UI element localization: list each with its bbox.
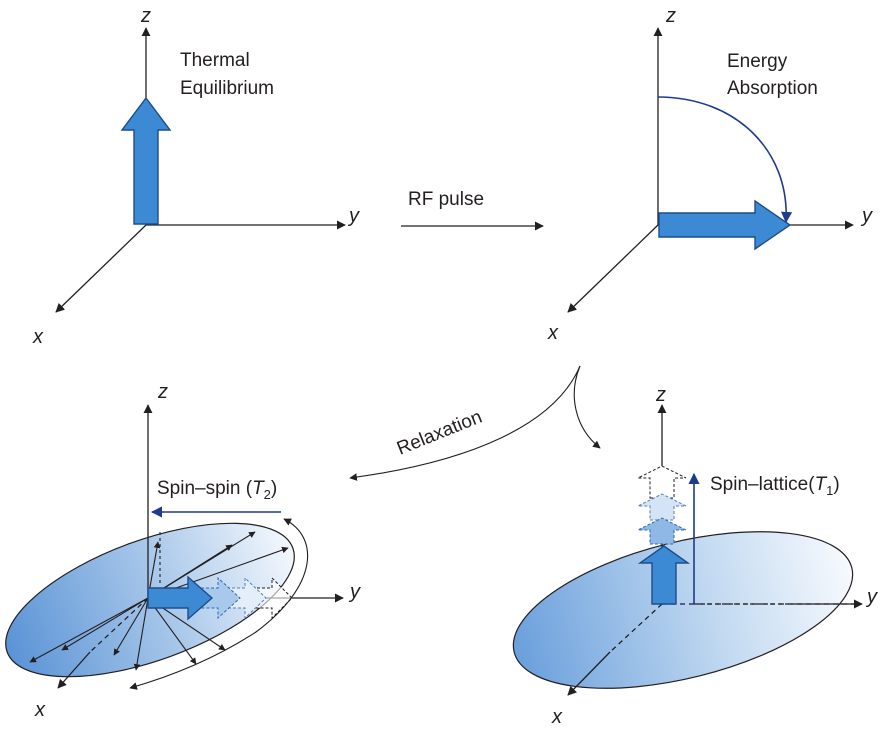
precession-disc bbox=[512, 531, 854, 689]
absorption-rotation-arc bbox=[657, 96, 793, 224]
recovered-arrow-outline bbox=[637, 465, 687, 499]
x-axis-label: x bbox=[551, 706, 563, 728]
spin-lattice-panel: z y x Spin–lattice(T1) bbox=[512, 384, 878, 728]
y-axis-label: y bbox=[865, 586, 878, 608]
relaxation-label: Relaxation bbox=[394, 407, 485, 460]
relaxation-arrow-left bbox=[349, 365, 581, 481]
rf-pulse-transition: RF pulse bbox=[401, 189, 544, 231]
rf-pulse-label: RF pulse bbox=[408, 189, 484, 210]
spin-spin-label: Spin–spin (T2) bbox=[157, 478, 277, 502]
x-axis-label: x bbox=[32, 326, 44, 348]
z-axis-label: z bbox=[140, 5, 151, 27]
longitudinal-magnetization-arrow bbox=[637, 545, 691, 605]
z-axis-label: z bbox=[655, 384, 666, 406]
energy-absorption-panel: z y x Energy Absorption bbox=[547, 5, 873, 344]
thermal-title-line1: Thermal bbox=[180, 50, 250, 71]
recovering-arrow-1 bbox=[637, 517, 687, 545]
y-axis-label: y bbox=[347, 205, 360, 227]
spin-spin-panel: z y x Spin–spin (T2) bbox=[5, 381, 361, 721]
tipped-magnetization-arrow bbox=[658, 199, 792, 251]
z-axis-label: z bbox=[665, 5, 676, 27]
precession-rotation-arc bbox=[129, 518, 308, 690]
x-axis bbox=[567, 651, 611, 696]
x-axis-label: x bbox=[34, 699, 46, 721]
recovering-arrow-2 bbox=[637, 493, 687, 521]
absorption-title-line1: Energy bbox=[727, 51, 788, 72]
thermal-equilibrium-panel: z y x Thermal Equilibrium bbox=[32, 5, 360, 348]
spin-lattice-label: Spin–lattice(T1) bbox=[710, 474, 840, 498]
x-axis bbox=[57, 651, 91, 689]
y-axis-label: y bbox=[348, 581, 361, 603]
x-axis-dashed bbox=[609, 603, 663, 653]
x-axis bbox=[55, 224, 147, 313]
magnetization-vector-arrow bbox=[120, 96, 172, 225]
relaxation-arrow-right bbox=[573, 365, 601, 449]
x-axis bbox=[567, 224, 659, 313]
thermal-title-line2: Equilibrium bbox=[180, 78, 274, 99]
y-axis-label: y bbox=[860, 205, 873, 227]
z-axis-label: z bbox=[157, 381, 168, 403]
x-axis-label: x bbox=[547, 322, 559, 344]
relaxation-transition: Relaxation bbox=[349, 365, 601, 481]
absorption-title-line2: Absorption bbox=[727, 78, 818, 99]
